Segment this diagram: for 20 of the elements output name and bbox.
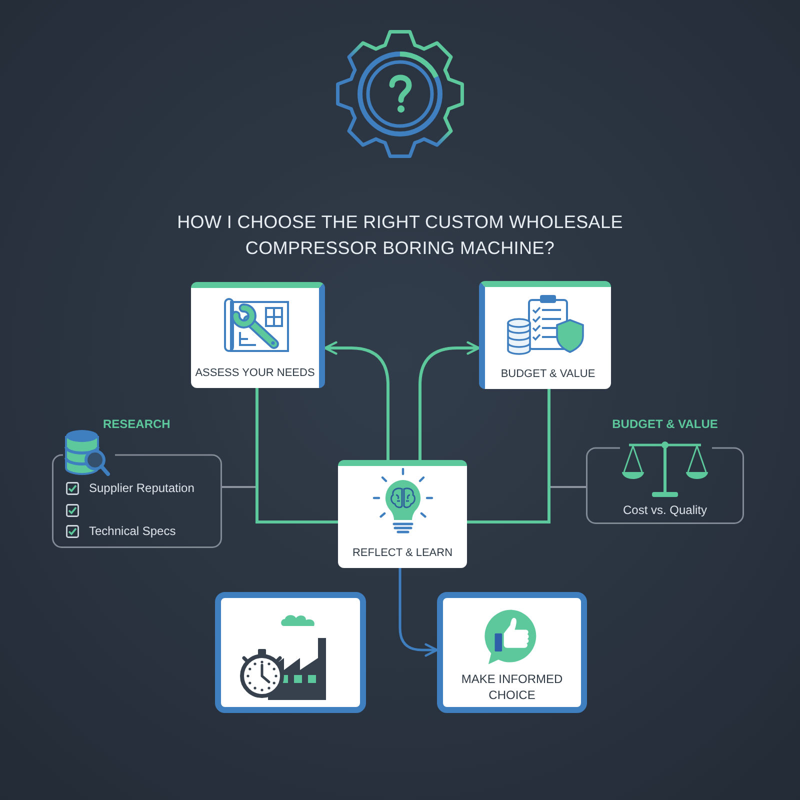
step-card [338, 460, 467, 568]
step-label: ASSESS YOUR NEEDS [195, 366, 315, 380]
panel-label: Cost vs. Quality [622, 502, 708, 518]
step-card [479, 281, 611, 389]
checklist-item: Supplier Reputation [89, 481, 194, 496]
connector-line [256, 388, 338, 524]
picture-card [215, 592, 366, 713]
section-heading: BUDGET & VALUE [612, 416, 718, 432]
arrow [418, 341, 480, 460]
checklist-item: Technical Specs [89, 524, 176, 540]
arrow [398, 568, 438, 657]
step-label: BUDGET & VALUE [500, 367, 596, 381]
connector-line [467, 389, 550, 524]
step-card [191, 282, 325, 388]
step-card [437, 592, 587, 713]
section-heading: RESEARCH [103, 416, 170, 432]
step-label: REFLECT & LEARN [352, 546, 453, 560]
title: HOW I CHOOSE THE RIGHT CUSTOM WHOLESALE COMPRESSOR BORING MACHINE? [176, 211, 624, 260]
arrow [324, 341, 390, 460]
step-label: MAKE INFORMED CHOICE [460, 671, 564, 703]
